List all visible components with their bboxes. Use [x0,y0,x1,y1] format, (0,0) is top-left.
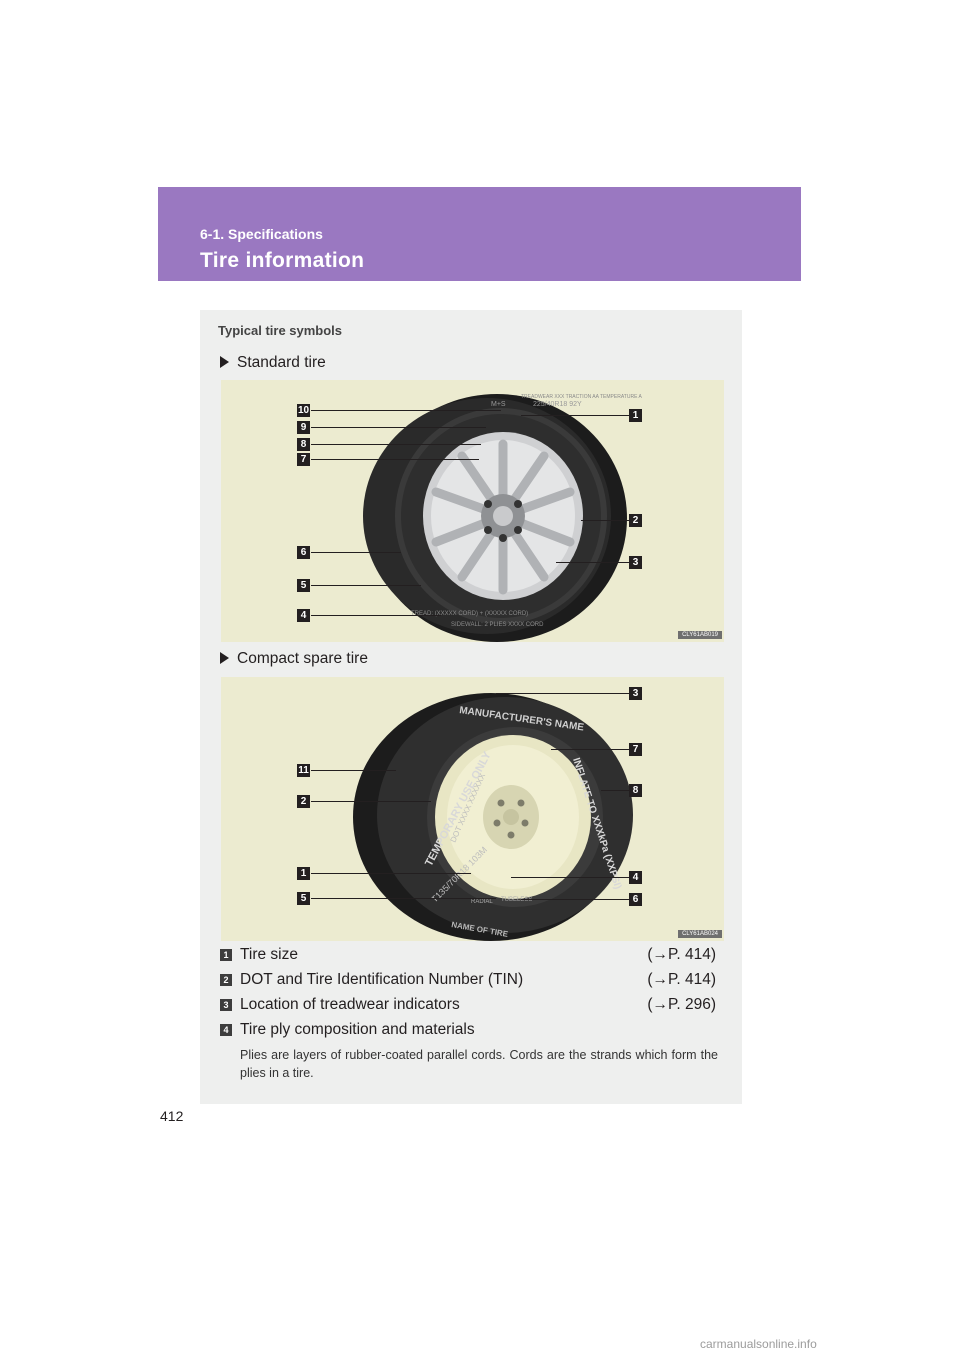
spare-tire-label: Compact spare tire [237,650,368,667]
sidewall-text: M+S [491,401,506,408]
sidewall-text: RADIAL [471,899,493,905]
callout-marker: 8 [629,784,642,797]
callout-line [311,898,496,899]
callout-marker: 4 [629,871,642,884]
sidewall-text: TREADWEAR XXX TRACTION AA TEMPERATURE A [521,394,643,400]
page-title: Tire information [200,249,365,272]
callout-marker: 5 [297,579,310,592]
callout-line [556,562,629,563]
callout-marker: 5 [297,892,310,905]
callout-line [311,873,471,874]
callout-line [311,615,441,616]
callout-marker: 1 [297,867,310,880]
info-panel: Typical tire symbols Standard tire [200,310,742,1104]
callout-marker: 1 [629,409,642,422]
sidewall-text: SIDEWALL: 2 PLIES XXXX CORD [451,622,544,628]
triangle-bullet-icon [220,356,229,368]
list-item: 3 Location of treadwear indicators (→P. … [220,996,716,1016]
page-reference-link[interactable]: (→P. 296) [647,996,716,1013]
callout-line [496,693,629,694]
callout-line [521,899,629,900]
callout-line [311,410,501,411]
item-number-badge: 3 [220,999,232,1011]
callout-marker: 6 [629,893,642,906]
callout-marker: 10 [297,404,310,417]
item-description: Plies are layers of rubber-coated parall… [240,1048,718,1080]
callout-marker: 3 [629,556,642,569]
item-text: Tire ply composition and materials [240,1021,475,1038]
callout-line [511,877,629,878]
callout-line [601,790,629,791]
standard-tire-figure: M+S 225/40R18 92Y TREAD: (XXXXX CORD) + … [221,380,724,642]
callout-marker: 8 [297,438,310,451]
callout-line [311,585,421,586]
callout-marker: 2 [629,514,642,527]
callout-line [311,427,486,428]
standard-tire-label: Standard tire [237,354,326,371]
callout-line [311,444,481,445]
callout-line [521,415,629,416]
standard-tire-heading: Standard tire [220,354,326,372]
item-number-badge: 1 [220,949,232,961]
page-reference-link[interactable]: (→P. 414) [647,946,716,963]
callout-marker: 9 [297,421,310,434]
callout-marker: 6 [297,546,310,559]
sidewall-text: 225/40R18 92Y [533,401,582,408]
triangle-bullet-icon [220,652,229,664]
list-item: 4 Tire ply composition and materials [220,1021,716,1041]
callout-marker: 7 [629,743,642,756]
callout-marker: 7 [297,453,310,466]
spare-tire-figure: MANUFACTURER'S NAME TEMPORARY USE ONLY I… [221,677,724,941]
item-number-badge: 2 [220,974,232,986]
spare-tire-illustration: MANUFACTURER'S NAME TEMPORARY USE ONLY I… [353,693,633,941]
callout-marker: 4 [297,609,310,622]
callout-marker: 3 [629,687,642,700]
callout-line [311,801,431,802]
sidewall-text: TUBELESS [501,897,532,903]
figure-code: CLY61AB019 [678,631,722,639]
list-item: 1 Tire size (→P. 414) [220,946,716,966]
item-text: Tire size [240,946,298,963]
figure-code: CLY61AB024 [678,930,722,938]
standard-tire-illustration: M+S 225/40R18 92Y TREAD: (XXXXX CORD) + … [363,394,643,642]
list-item: 2 DOT and Tire Identification Number (TI… [220,971,716,991]
callout-line [311,552,401,553]
page-number: 412 [160,1108,184,1124]
section-label: 6-1. Specifications [200,226,323,242]
page-reference-link[interactable]: (→P. 414) [647,971,716,988]
watermark[interactable]: carmanualsonline.info [700,1337,817,1351]
item-text: Location of treadwear indicators [240,996,460,1013]
callout-line [551,749,629,750]
callout-marker: 11 [297,764,310,777]
item-number-badge: 4 [220,1024,232,1036]
callout-line [581,520,629,521]
panel-title: Typical tire symbols [218,323,343,338]
sidewall-text: TREAD: (XXXXX CORD) + (XXXXX CORD) [411,611,528,617]
spare-tire-heading: Compact spare tire [220,650,368,668]
callout-line [311,770,396,771]
section-header: 6-1. Specifications Tire information [158,187,801,281]
item-text: DOT and Tire Identification Number (TIN) [240,971,524,988]
callout-marker: 2 [297,795,310,808]
callout-line [311,459,479,460]
